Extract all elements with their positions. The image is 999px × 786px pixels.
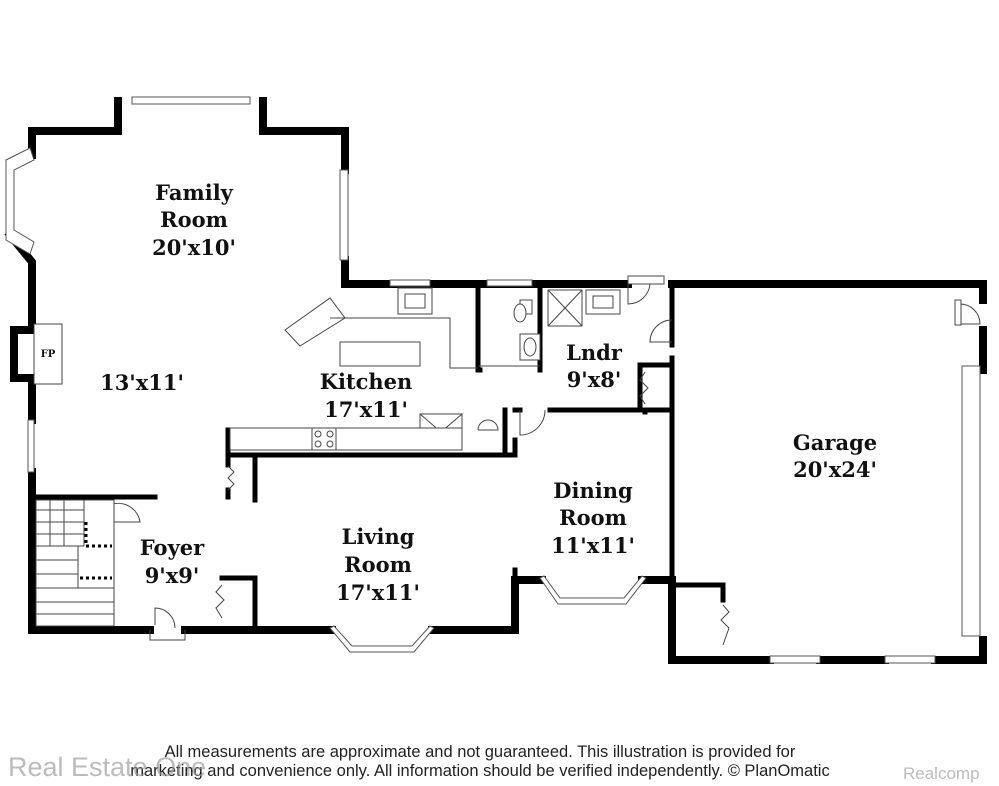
foyer-label: Foyer [140,535,205,560]
family-room-lower-dims: 13'x11' [100,370,184,395]
living-room-label-2: Room [344,552,412,577]
watermark-right: Realcomp [903,764,980,783]
family-room-label: Family [155,180,234,205]
room-labels: Family Room 20'x10' 13'x11' FP Kitchen 1… [41,180,877,605]
kitchen-label: Kitchen [320,369,413,394]
kitchen-dims: 17'x11' [324,397,408,422]
interior-walls [29,281,726,633]
garage-dims: 20'x24' [793,457,877,482]
fixtures [33,287,621,627]
dining-room-dims: 11'x11' [551,533,635,558]
garage-label: Garage [793,430,877,455]
disclaimer: All measurements are approximate and not… [0,743,960,781]
family-room-dims: 20'x10' [152,235,236,260]
living-room-label: Living [342,524,415,549]
dining-room-label-2: Room [559,505,627,530]
laundry-label: Lndr [566,340,623,365]
family-room-label-2: Room [160,207,228,232]
doors [109,275,981,646]
foyer-dims: 9'x9' [145,563,200,588]
watermark-left: Real Estate One [8,752,207,782]
disclaimer-line-2: marketing and convenience only. All info… [130,762,830,780]
windows [5,96,981,664]
fireplace-label: FP [41,349,56,360]
disclaimer-line-1: All measurements are approximate and not… [164,743,796,761]
laundry-dims: 9'x8' [567,367,622,392]
exterior-walls [4,97,987,664]
living-room-dims: 17'x11' [336,580,420,605]
dining-room-label: Dining [553,478,633,503]
